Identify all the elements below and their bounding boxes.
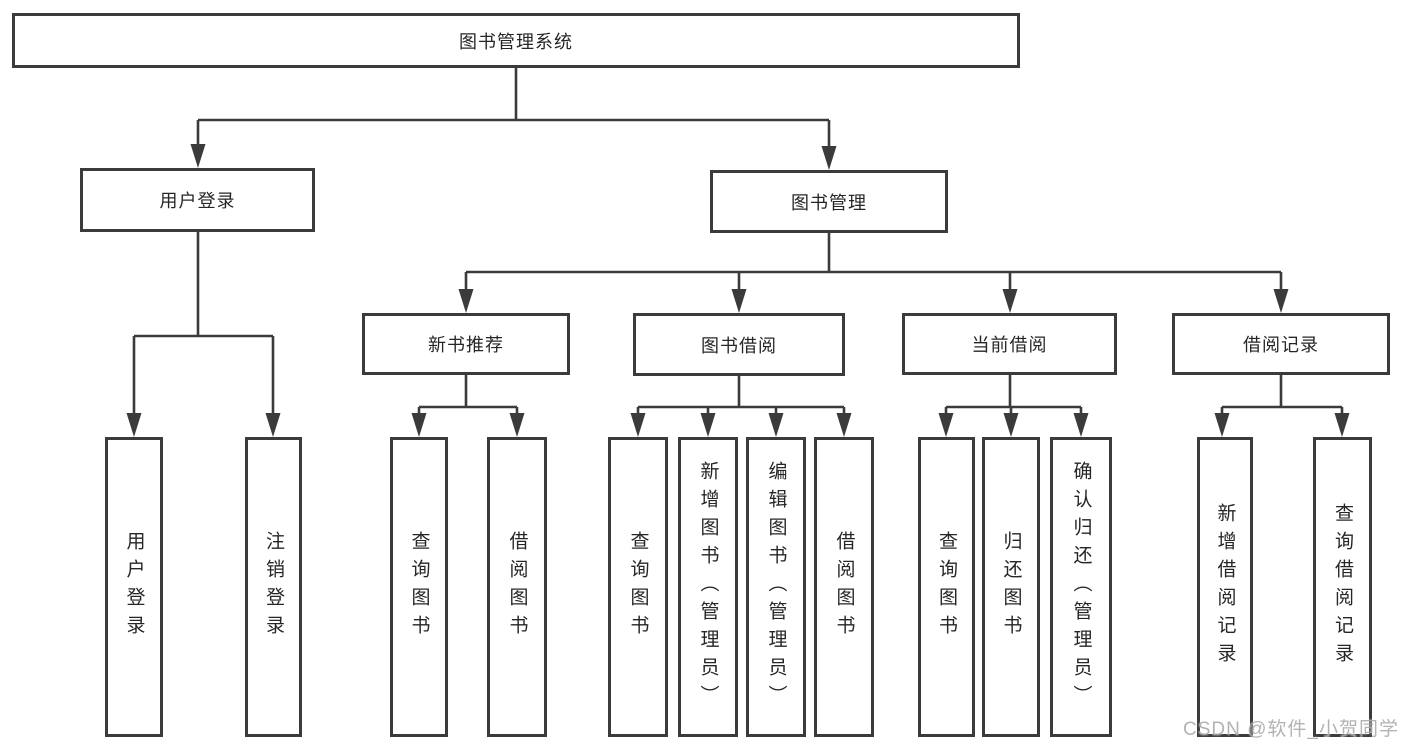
leaf-return-book: 归还图书	[982, 437, 1040, 737]
node-root-label: 图书管理系统	[459, 31, 573, 52]
node-book-borrow-label: 图书借阅	[701, 335, 777, 356]
leaf-borrow-query-books-label: 查询图书	[627, 531, 649, 643]
leaf-edit-book-admin-label: 编辑图书（管理员）	[765, 461, 787, 713]
leaf-recommend-borrow-books-label: 借阅图书	[506, 531, 528, 643]
arrowheads	[126, 144, 1350, 437]
node-current-borrow-label: 当前借阅	[971, 335, 1048, 355]
leaf-query-borrow-record-label: 查询借阅记录	[1332, 503, 1353, 671]
node-borrow-records: 借阅记录	[1172, 313, 1390, 375]
leaf-borrow-book: 借阅图书	[814, 437, 874, 737]
node-root: 图书管理系统	[12, 13, 1020, 68]
leaf-user-login-label: 用户登录	[123, 531, 145, 643]
leaf-current-query-books: 查询图书	[918, 437, 975, 737]
node-user-login-label: 用户登录	[159, 191, 236, 211]
leaf-borrow-query-books: 查询图书	[608, 437, 668, 737]
leaf-recommend-query-books: 查询图书	[390, 437, 448, 737]
leaf-add-borrow-record: 新增借阅记录	[1197, 437, 1253, 737]
leaf-query-borrow-record: 查询借阅记录	[1313, 437, 1372, 737]
node-new-book-recommend: 新书推荐	[362, 313, 570, 375]
leaf-logout: 注销登录	[245, 437, 302, 737]
leaf-return-book-label: 归还图书	[1000, 531, 1022, 643]
leaf-confirm-return-admin-label: 确认归还（管理员）	[1070, 461, 1092, 713]
node-book-management-label: 图书管理	[791, 192, 867, 213]
leaf-add-book-admin-label: 新增图书（管理员）	[697, 461, 719, 713]
node-user-login: 用户登录	[80, 168, 315, 232]
leaf-edit-book-admin: 编辑图书（管理员）	[746, 437, 806, 737]
leaf-confirm-return-admin: 确认归还（管理员）	[1050, 437, 1112, 737]
leaf-recommend-borrow-books: 借阅图书	[487, 437, 547, 737]
watermark: CSDN @软件_小贺同学	[1183, 719, 1399, 740]
leaf-recommend-query-books-label: 查询图书	[408, 531, 430, 643]
leaf-borrow-book-label: 借阅图书	[833, 531, 855, 643]
leaf-add-borrow-record-label: 新增借阅记录	[1214, 503, 1236, 671]
leaf-current-query-books-label: 查询图书	[936, 531, 957, 643]
node-new-book-recommend-label: 新书推荐	[428, 335, 504, 355]
branch-rails	[134, 68, 1342, 409]
leaf-user-login: 用户登录	[105, 437, 163, 737]
node-book-borrow: 图书借阅	[633, 313, 845, 376]
leaf-add-book-admin: 新增图书（管理员）	[678, 437, 738, 737]
node-book-management: 图书管理	[710, 170, 948, 233]
node-borrow-records-label: 借阅记录	[1243, 335, 1319, 355]
node-current-borrow: 当前借阅	[902, 313, 1117, 375]
leaf-logout-label: 注销登录	[263, 531, 284, 643]
